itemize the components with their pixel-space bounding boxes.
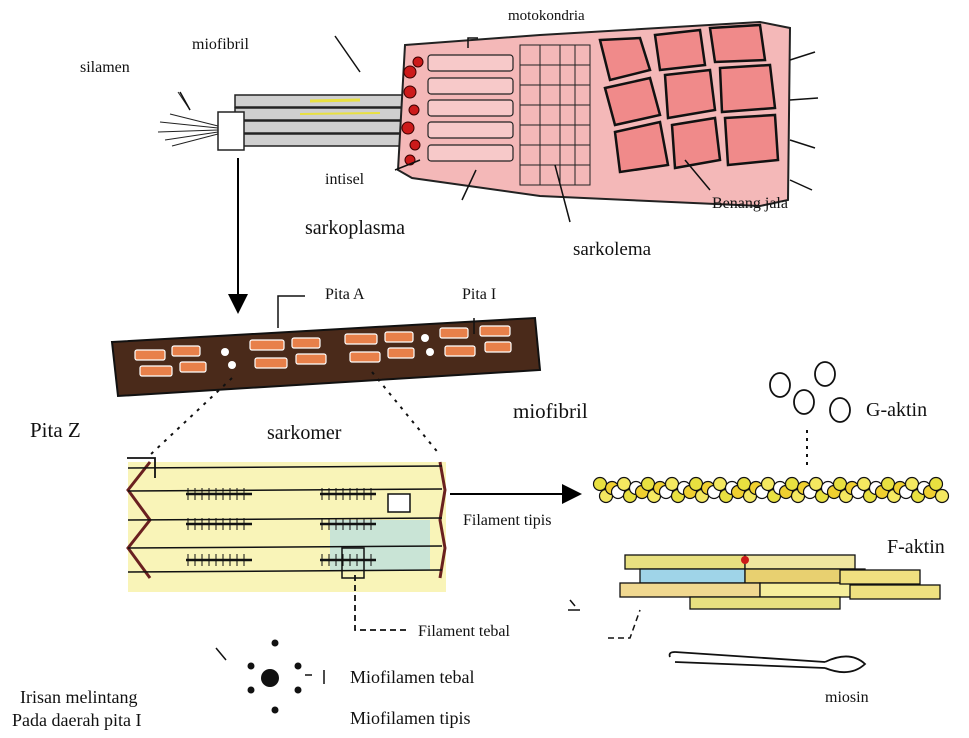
actin-bead — [810, 478, 823, 491]
label-f-aktin: F-aktin — [887, 537, 945, 557]
sarcomere-illustration — [128, 462, 446, 592]
actin-bead — [594, 478, 607, 491]
myosin-molecule — [670, 652, 865, 672]
g-actin-circles — [770, 362, 850, 422]
label-miofilamen-tipis: Miofilamen tipis — [350, 709, 471, 727]
label-filament-tebal: Filament tebal — [418, 624, 510, 640]
label-miosin: miosin — [825, 690, 869, 706]
actin-bead — [936, 490, 949, 503]
actin-bead — [738, 478, 751, 491]
label-filament-tipis: Filament tipis — [463, 513, 551, 529]
actin-bead — [666, 478, 679, 491]
actin-bead — [906, 478, 919, 491]
label-sarkoplasma: sarkoplasma — [305, 218, 405, 238]
label-pita-z: Pita Z — [30, 420, 81, 441]
label-sarkolema: sarkolema — [573, 240, 651, 259]
label-irisan-line2: Pada daerah pita I — [12, 711, 141, 729]
actin-bead — [930, 478, 943, 491]
label-g-aktin: G-aktin — [866, 400, 927, 420]
actin-bead — [786, 478, 799, 491]
thin-filament-illustration — [594, 478, 949, 503]
label-miofibril-top: miofibril — [192, 37, 249, 53]
actin-bead — [642, 478, 655, 491]
label-pita-i: Pita I — [462, 287, 496, 303]
actin-bead — [762, 478, 775, 491]
actin-bead — [714, 478, 727, 491]
label-sarkomer: sarkomer — [267, 423, 341, 443]
label-pita-a: Pita A — [325, 287, 365, 303]
muscle-fiber-illustration — [158, 22, 818, 206]
label-irisan-line1: Irisan melintang — [20, 688, 137, 706]
actin-bead — [690, 478, 703, 491]
label-silamen: silamen — [80, 60, 130, 76]
actin-bead — [834, 478, 847, 491]
label-intisel: intisel — [325, 172, 364, 188]
label-motokondria: motokondria — [508, 9, 585, 24]
f-actin-bundle — [620, 555, 940, 609]
actin-bead — [618, 478, 631, 491]
label-benang-jala: Benang jala — [712, 196, 788, 212]
actin-bead — [858, 478, 871, 491]
actin-bead — [882, 478, 895, 491]
myofibril-strip — [112, 318, 540, 396]
label-miofibril-mid: miofibril — [513, 401, 588, 422]
label-miofilamen-tebal: Miofilamen tebal — [350, 668, 474, 686]
cross-section-dots — [248, 640, 302, 714]
